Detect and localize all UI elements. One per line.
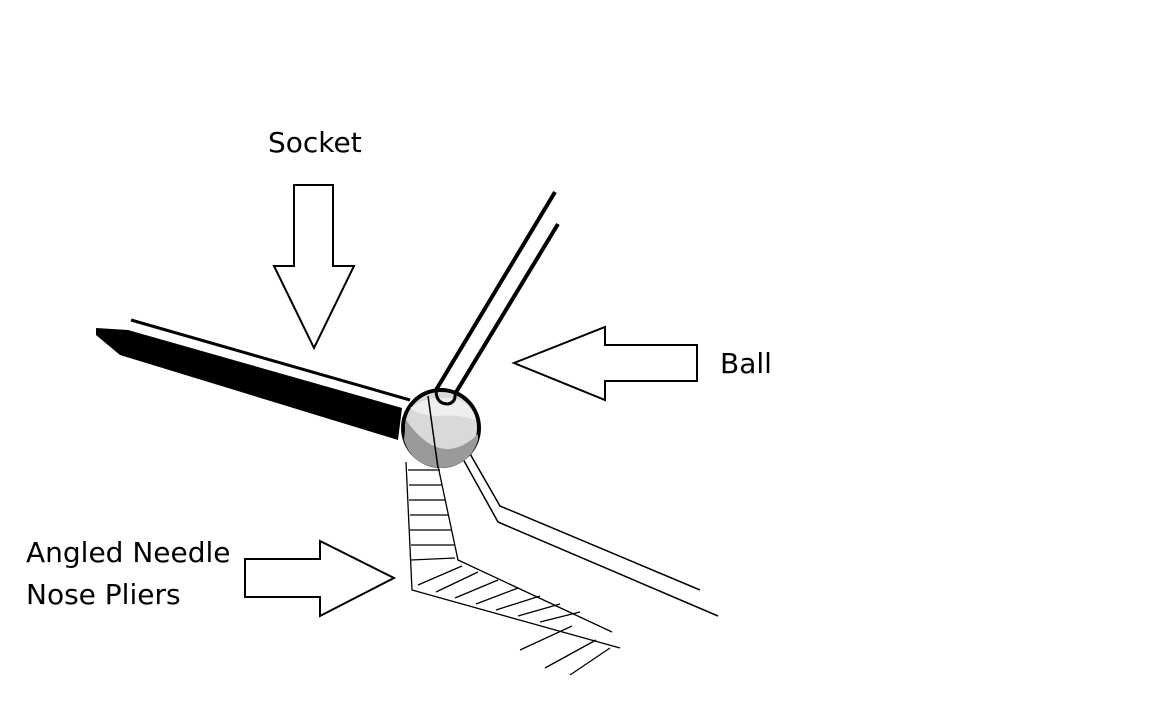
socket-rod-top-line [130, 318, 411, 402]
ball-highlight [410, 397, 476, 420]
pliers-arrow [244, 539, 397, 618]
ball-shadow [404, 420, 478, 468]
pliers-tip [427, 395, 439, 469]
ball-label: Ball [720, 347, 772, 380]
socket-arrow [272, 184, 356, 351]
socket-rod-body [96, 328, 402, 440]
pliers-label-line2: Nose Pliers [26, 578, 181, 611]
socket-label: Socket [268, 126, 362, 159]
pliers-lower-jaw [405, 461, 621, 676]
ball-joint [401, 388, 481, 468]
pliers-label-line1: Angled Needle [26, 536, 231, 569]
socket-rod [96, 318, 411, 440]
ball-arrow [511, 325, 698, 402]
ball-stem [434, 190, 560, 406]
